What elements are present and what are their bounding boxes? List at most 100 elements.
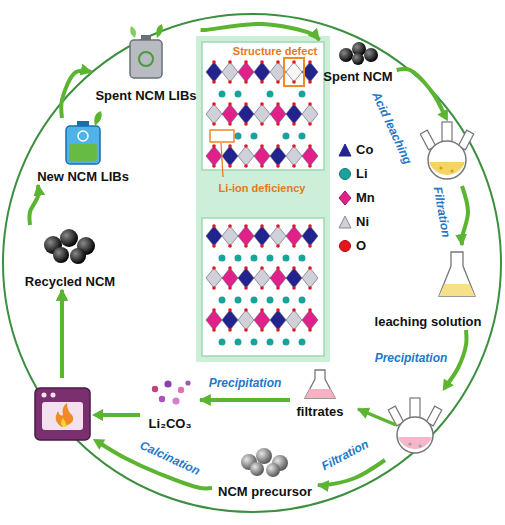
oxygen-atom bbox=[244, 286, 248, 290]
oxygen-atom bbox=[228, 164, 232, 168]
lithium-carbonate-particles-part bbox=[152, 386, 158, 392]
oxygen-atom bbox=[276, 328, 280, 332]
lithium-atom bbox=[267, 255, 274, 262]
node-label: filtrates bbox=[297, 404, 344, 420]
octahedron bbox=[270, 310, 286, 330]
oxygen-atom bbox=[212, 328, 216, 332]
oxygen-atom bbox=[260, 308, 264, 312]
furnace-icon-part bbox=[42, 402, 83, 430]
lithium-atom bbox=[251, 339, 258, 346]
oxygen-atom bbox=[212, 224, 216, 228]
octahedron bbox=[302, 310, 318, 330]
recycled-cathode-particles-part bbox=[70, 248, 86, 264]
step-label: Acid leaching bbox=[368, 88, 415, 168]
leaching-reactor-flask-part bbox=[450, 169, 453, 172]
octahedron bbox=[222, 146, 238, 166]
octahedron bbox=[206, 268, 222, 288]
oxygen-atom bbox=[212, 286, 216, 290]
structure-panel bbox=[196, 36, 330, 362]
octahedron bbox=[238, 62, 254, 82]
recycled-cathode-particles-part bbox=[60, 229, 78, 247]
oxygen-atom bbox=[260, 224, 264, 228]
process-node: Recycled NCM bbox=[20, 225, 120, 290]
octahedron bbox=[254, 268, 270, 288]
precipitation-reactor-flask-part bbox=[408, 442, 411, 445]
new-battery-icon bbox=[66, 111, 102, 164]
lithium-atom bbox=[235, 133, 242, 140]
oxygen-atom bbox=[308, 224, 312, 228]
lithium-atom bbox=[219, 339, 226, 346]
legend-symbol-shape bbox=[340, 169, 351, 180]
flow-arrow bbox=[30, 185, 39, 225]
oxygen-atom bbox=[244, 164, 248, 168]
octahedron bbox=[254, 62, 270, 82]
oxygen-atom bbox=[276, 308, 280, 312]
leaching-reactor-flask bbox=[420, 122, 474, 179]
octahedron bbox=[286, 310, 302, 330]
octahedron bbox=[286, 268, 302, 288]
oxygen-atom bbox=[308, 286, 312, 290]
leader-line bbox=[221, 143, 223, 177]
node-label: Recycled NCM bbox=[25, 274, 115, 290]
oxygen-atom bbox=[292, 60, 296, 64]
oxygen-atom bbox=[244, 102, 248, 106]
lithium-atom bbox=[267, 339, 274, 346]
oxygen-atom bbox=[308, 122, 312, 126]
oxygen-atom bbox=[276, 286, 280, 290]
structure-panel-part bbox=[206, 58, 318, 346]
lithium-atom bbox=[283, 133, 290, 140]
oxygen-atom bbox=[244, 266, 248, 270]
oxygen-atom bbox=[276, 224, 280, 228]
oxygen-atom bbox=[244, 144, 248, 148]
oxygen-atom bbox=[292, 164, 296, 168]
oxygen-atom bbox=[308, 60, 312, 64]
lithium-atom bbox=[299, 133, 306, 140]
lithium-atom bbox=[283, 255, 290, 262]
oxygen-atom bbox=[244, 80, 248, 84]
callout-label: Structure defect bbox=[233, 45, 317, 58]
oxygen-atom bbox=[244, 328, 248, 332]
lithium-atom bbox=[299, 255, 306, 262]
oxygen-atom bbox=[228, 266, 232, 270]
legend-symbol-shape bbox=[339, 144, 351, 156]
octahedron bbox=[222, 268, 238, 288]
arrow-head bbox=[437, 109, 448, 122]
oxygen-atom bbox=[244, 224, 248, 228]
flow-arrow bbox=[62, 290, 212, 488]
spent-cathode-particles-part bbox=[352, 53, 364, 65]
oxygen-atom bbox=[308, 102, 312, 106]
spent-cathode-particles bbox=[339, 42, 378, 65]
oxygen-atom bbox=[308, 308, 312, 312]
process-node: NCM precursor bbox=[212, 445, 318, 500]
flow-arrow bbox=[200, 398, 290, 402]
oxygen-atom bbox=[260, 102, 264, 106]
oxygen-atom bbox=[212, 164, 216, 168]
oxygen-atom bbox=[276, 60, 280, 64]
octahedron bbox=[254, 104, 270, 124]
oxygen-atom bbox=[276, 122, 280, 126]
structure-panel-part bbox=[202, 42, 324, 170]
oxygen-atom bbox=[212, 244, 216, 248]
process-node: filtrates bbox=[290, 368, 350, 420]
octahedron bbox=[238, 104, 254, 124]
arrow-head bbox=[443, 379, 454, 391]
oxygen-atom bbox=[212, 144, 216, 148]
precursor-particles-part bbox=[266, 463, 280, 477]
oxygen-atom bbox=[228, 224, 232, 228]
oxygen-atom bbox=[292, 244, 296, 248]
octahedron bbox=[302, 268, 318, 288]
oxygen-atom bbox=[260, 328, 264, 332]
oxygen-atom bbox=[228, 308, 232, 312]
precipitation-reactor-flask-part bbox=[397, 417, 433, 453]
octahedron bbox=[270, 226, 286, 246]
lithium-carbonate-particles-part bbox=[159, 396, 165, 402]
spent-battery-icon-part bbox=[139, 52, 153, 66]
lithium-atom bbox=[283, 297, 290, 304]
process-node: Spent NCM bbox=[319, 40, 396, 85]
oxygen-atom bbox=[260, 144, 264, 148]
legend-entry: Co bbox=[338, 142, 373, 158]
structure-panel-part bbox=[202, 218, 324, 356]
spent-cathode-particles-part bbox=[364, 48, 378, 62]
new-battery-icon-part bbox=[94, 111, 102, 126]
lithium-atom bbox=[267, 91, 274, 98]
